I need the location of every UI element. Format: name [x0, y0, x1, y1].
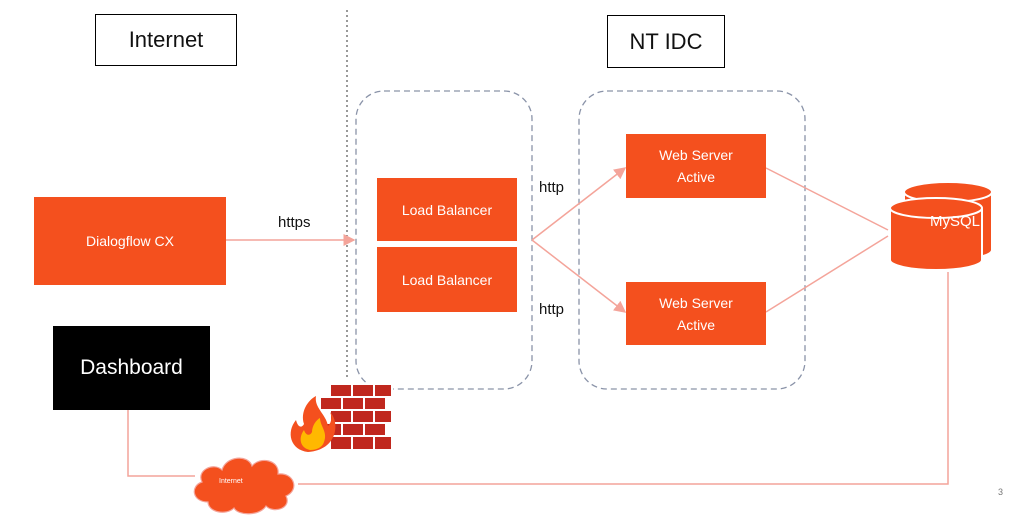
firewall-icon — [290, 383, 393, 452]
zone-label-internet: Internet — [95, 14, 237, 66]
db-connector-bottom — [765, 235, 889, 313]
edge-label-http-bottom: http — [539, 301, 565, 318]
mysql-label: MySQL — [930, 213, 981, 230]
load-balancer-node-2: Load Balancer — [377, 247, 517, 312]
web-server-group — [578, 90, 806, 390]
database-icon — [889, 181, 993, 271]
web-server-1-status: Active — [676, 169, 716, 185]
load-balancer-node-1: Load Balancer — [377, 178, 517, 241]
web-server-node-2: Web Server Active — [626, 282, 766, 345]
cloud-icon — [193, 457, 295, 515]
db-connector-top — [765, 167, 889, 231]
web-server-2-title: Web Server — [659, 294, 733, 311]
http-connector-top — [531, 167, 627, 241]
dialogflow-cx-node: Dialogflow CX — [34, 197, 226, 285]
web-server-1-title: Web Server — [659, 147, 733, 163]
web-server-2-status: Active — [676, 316, 716, 333]
web-server-node-1: Web Server Active — [626, 134, 766, 198]
dashboard-node: Dashboard — [53, 326, 210, 410]
cloud-label: Internet — [219, 478, 243, 485]
zone-label-nt-idc: NT IDC — [607, 15, 725, 68]
cloud-to-db-connector — [298, 272, 949, 485]
page-number: 3 — [998, 487, 1004, 497]
dashboard-connector — [127, 410, 195, 477]
edge-label-http-top: http — [539, 179, 565, 196]
http-connector-bottom — [531, 239, 627, 313]
edge-label-https: https — [278, 214, 311, 231]
